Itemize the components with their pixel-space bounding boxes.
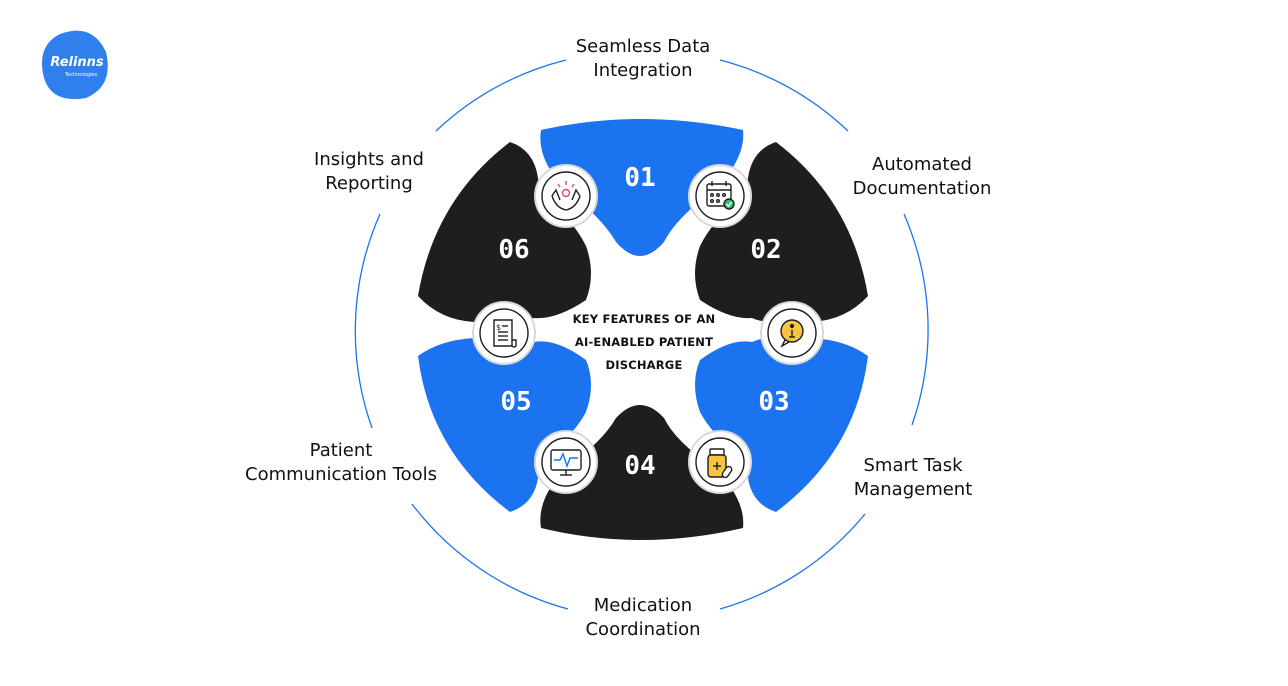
segment-number-05: 05 <box>500 387 532 417</box>
segment-03 <box>695 336 868 512</box>
label-line: Communication Tools <box>245 464 437 485</box>
logo-wordmark: Relinns <box>50 55 104 70</box>
svg-text:$: $ <box>496 323 501 332</box>
badge-06 <box>472 301 536 365</box>
label-insights-and-reporting: Insights and Reporting <box>239 148 499 196</box>
segment-06 <box>418 142 591 324</box>
label-line: Medication <box>593 595 693 616</box>
logo-tagline: Technologies <box>64 72 98 78</box>
center-title: KEY FEATURES OF AN AI-ENABLED PATIENT DI… <box>569 308 719 377</box>
segment-number-02: 02 <box>750 235 782 265</box>
label-smart-task-management: Smart Task Management <box>783 454 1043 502</box>
label-patient-communication-tools: Patient Communication Tools <box>211 439 471 487</box>
segment-04 <box>540 405 744 540</box>
label-line: Automated <box>872 154 972 175</box>
label-automated-documentation: Automated Documentation <box>792 153 1052 201</box>
outer-ring <box>354 59 929 610</box>
segment-01 <box>540 119 744 256</box>
label-line: Documentation <box>852 178 992 199</box>
segment-number-03: 03 <box>758 387 790 417</box>
label-medication-coordination: Medication Coordination <box>513 594 773 642</box>
label-seamless-data-integration: Seamless Data Integration <box>513 35 773 83</box>
center-title-line-3: DISCHARGE <box>605 358 683 372</box>
calendar-check-icon <box>706 181 735 210</box>
label-line: Insights and <box>314 149 424 170</box>
label-line: Patient <box>309 440 373 461</box>
label-line: Management <box>853 479 973 500</box>
label-line: Seamless Data <box>575 36 711 57</box>
relinns-logo <box>42 30 108 100</box>
segment-05 <box>418 336 591 512</box>
label-line: Integration <box>593 60 693 81</box>
segment-number-06: 06 <box>498 235 530 265</box>
info-bubble-icon <box>780 319 804 348</box>
label-line: Reporting <box>325 173 413 194</box>
label-line: Coordination <box>585 619 701 640</box>
segment-02 <box>695 142 868 324</box>
monitor-heartbeat-icon <box>550 449 582 476</box>
center-title-line-2: AI-ENABLED PATIENT <box>574 335 714 349</box>
center-title-line-1: KEY FEATURES OF AN <box>572 312 716 326</box>
caring-hands-icon <box>551 181 581 211</box>
receipt-report-icon: $ <box>493 319 517 348</box>
label-line: Smart Task <box>863 455 963 476</box>
segment-number-01: 01 <box>624 163 656 193</box>
medicine-bottle-icon <box>707 448 733 479</box>
segment-number-04: 04 <box>624 451 656 481</box>
